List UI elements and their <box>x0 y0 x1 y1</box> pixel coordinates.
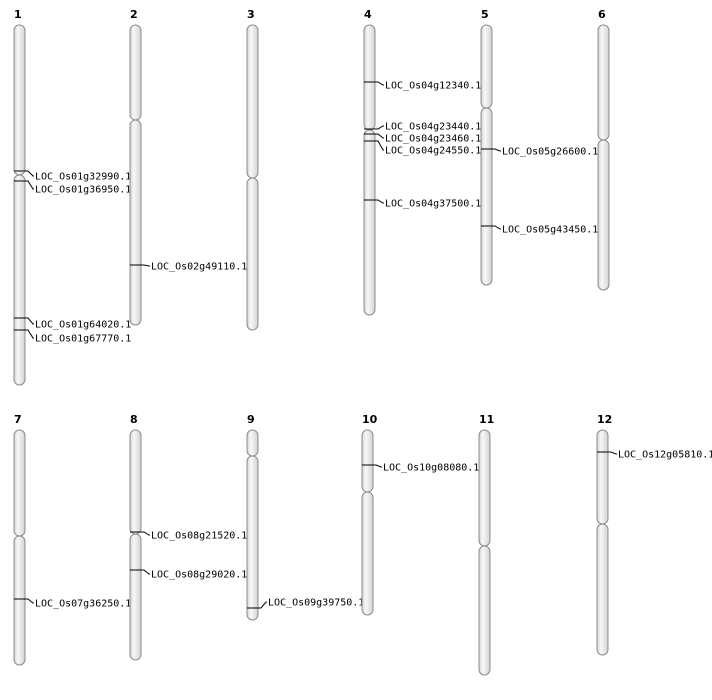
gene-label: LOC_Os01g36950.1 <box>35 185 131 196</box>
chromosome-6-arm-bottom <box>597 139 610 291</box>
chromosome-2-arm-bottom <box>129 119 142 326</box>
gene-label: LOC_Os10g08080.1 <box>383 463 479 474</box>
gene-connector <box>375 199 384 204</box>
gene-connector <box>492 225 501 230</box>
gene-connector <box>375 140 384 151</box>
chromosome-number-8: 8 <box>130 413 138 426</box>
gene-label: LOC_Os04g24550.1 <box>385 146 481 157</box>
gene-connector <box>373 464 382 468</box>
gene-label: LOC_Os02g49110.1 <box>151 262 247 273</box>
gene-connector <box>25 329 34 339</box>
chromosome-8-arm-top <box>129 429 142 535</box>
gene-connector <box>141 531 150 536</box>
chromosome-number-9: 9 <box>247 413 255 426</box>
gene-connector <box>25 317 34 325</box>
chromosome-12-arm-top <box>596 429 609 525</box>
chromosome-4: 4LOC_Os04g12340.1LOC_Os04g23440.1LOC_Os0… <box>363 8 481 316</box>
chromosome-11: 11 <box>478 413 494 676</box>
gene-connector <box>25 180 34 190</box>
chromosome-7-arm-bottom <box>13 535 26 666</box>
gene-label: LOC_Os04g12340.1 <box>385 81 481 92</box>
chromosome-number-10: 10 <box>362 413 378 426</box>
chromosome-9-arm-bottom <box>246 455 259 621</box>
gene-connector <box>141 264 150 267</box>
gene-label: LOC_Os12g05810.1 <box>618 450 712 461</box>
gene-connector <box>25 170 34 177</box>
gene-connector <box>375 133 384 139</box>
chromosome-1: 1LOC_Os01g32990.1LOC_Os01g36950.1LOC_Os0… <box>13 8 131 386</box>
gene-connector <box>258 601 267 609</box>
gene-label: LOC_Os04g23460.1 <box>385 134 481 145</box>
chromosome-4-arm-bottom <box>363 129 376 316</box>
chromosome-7-arm-top <box>13 429 26 537</box>
gene-label: LOC_Os01g32990.1 <box>35 172 131 183</box>
chromosome-11-arm-bottom <box>478 545 491 676</box>
gene-label: LOC_Os08g21520.1 <box>151 531 247 542</box>
chromosome-3-arm-bottom <box>246 177 259 331</box>
chromosome-4-arm-top <box>363 24 376 131</box>
chromosome-number-5: 5 <box>481 8 489 21</box>
chromosome-3: 3 <box>246 8 259 331</box>
gene-label: LOC_Os04g37500.1 <box>385 199 481 210</box>
chromosome-number-2: 2 <box>130 8 138 21</box>
gene-connector <box>25 598 34 604</box>
gene-connector <box>492 148 501 152</box>
chromosome-number-12: 12 <box>597 413 612 426</box>
gene-connector <box>375 81 384 86</box>
chromosome-number-7: 7 <box>14 413 22 426</box>
chromosome-9-arm-top <box>246 429 259 457</box>
chromosome-5-arm-bottom <box>480 107 493 286</box>
gene-label: LOC_Os04g23440.1 <box>385 122 481 133</box>
chromosome-number-11: 11 <box>479 413 494 426</box>
gene-label: LOC_Os08g29020.1 <box>151 570 247 581</box>
chromosome-1-arm-top <box>13 24 26 176</box>
gene-label: LOC_Os01g64020.1 <box>35 320 131 331</box>
chromosome-12-arm-bottom <box>596 523 609 656</box>
chromosome-3-arm-top <box>246 24 259 179</box>
gene-connector <box>375 125 384 130</box>
chromosome-6-arm-top <box>597 24 610 141</box>
chromosome-number-4: 4 <box>364 8 372 21</box>
chromosome-6: 6 <box>597 8 610 291</box>
gene-label: LOC_Os05g26600.1 <box>502 147 598 158</box>
chromosome-11-arm-top <box>478 429 491 547</box>
chromosome-1-arm-bottom <box>13 174 26 386</box>
chromosome-10-arm-top <box>361 429 374 493</box>
gene-label: LOC_Os05g43450.1 <box>502 225 598 236</box>
gene-connector <box>608 451 617 455</box>
chromosome-5-arm-top <box>480 24 493 109</box>
chromosome-number-1: 1 <box>14 8 22 21</box>
chromosome-10-arm-bottom <box>361 491 374 616</box>
chromosome-8-arm-bottom <box>129 533 142 661</box>
gene-connector <box>141 569 150 575</box>
gene-label: LOC_Os09g39750.1 <box>268 598 364 609</box>
gene-label: LOC_Os01g67770.1 <box>35 334 131 345</box>
gene-label: LOC_Os07g36250.1 <box>35 599 131 610</box>
chromosome-number-6: 6 <box>598 8 606 21</box>
chromosome-2-arm-top <box>129 24 142 121</box>
chromosome-number-3: 3 <box>247 8 255 21</box>
